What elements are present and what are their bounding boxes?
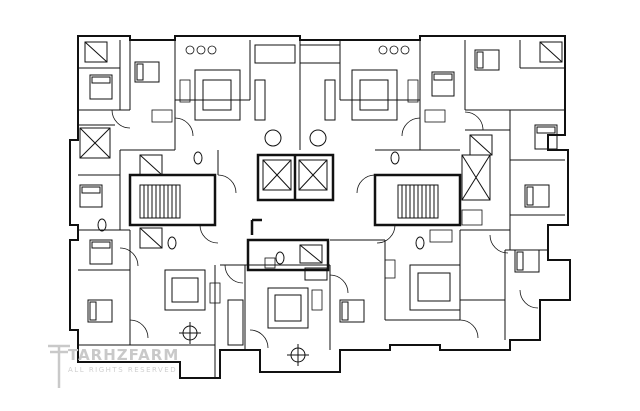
bed-icon [79,49,558,323]
sofa-icon [164,69,461,329]
watermark-sub: ALL RIGHTS RESERVED [68,366,178,374]
unit-top-right [299,40,565,250]
toilet-icon [97,151,425,265]
shower-icon [84,41,563,264]
kitchen-counter-icon [227,44,341,346]
doors [111,109,539,349]
stair-icon [139,184,181,219]
unit-bottom [78,229,548,378]
stair-icon [397,184,439,219]
watermark-logo-icon [48,344,70,388]
elevator-icon [262,159,328,191]
outer-wall [69,35,571,379]
chair-icon [185,45,410,55]
core [128,153,462,272]
watermark-brand: TARHZFARM [68,346,180,364]
furniture [151,79,483,311]
dining-table-icon [179,129,327,366]
